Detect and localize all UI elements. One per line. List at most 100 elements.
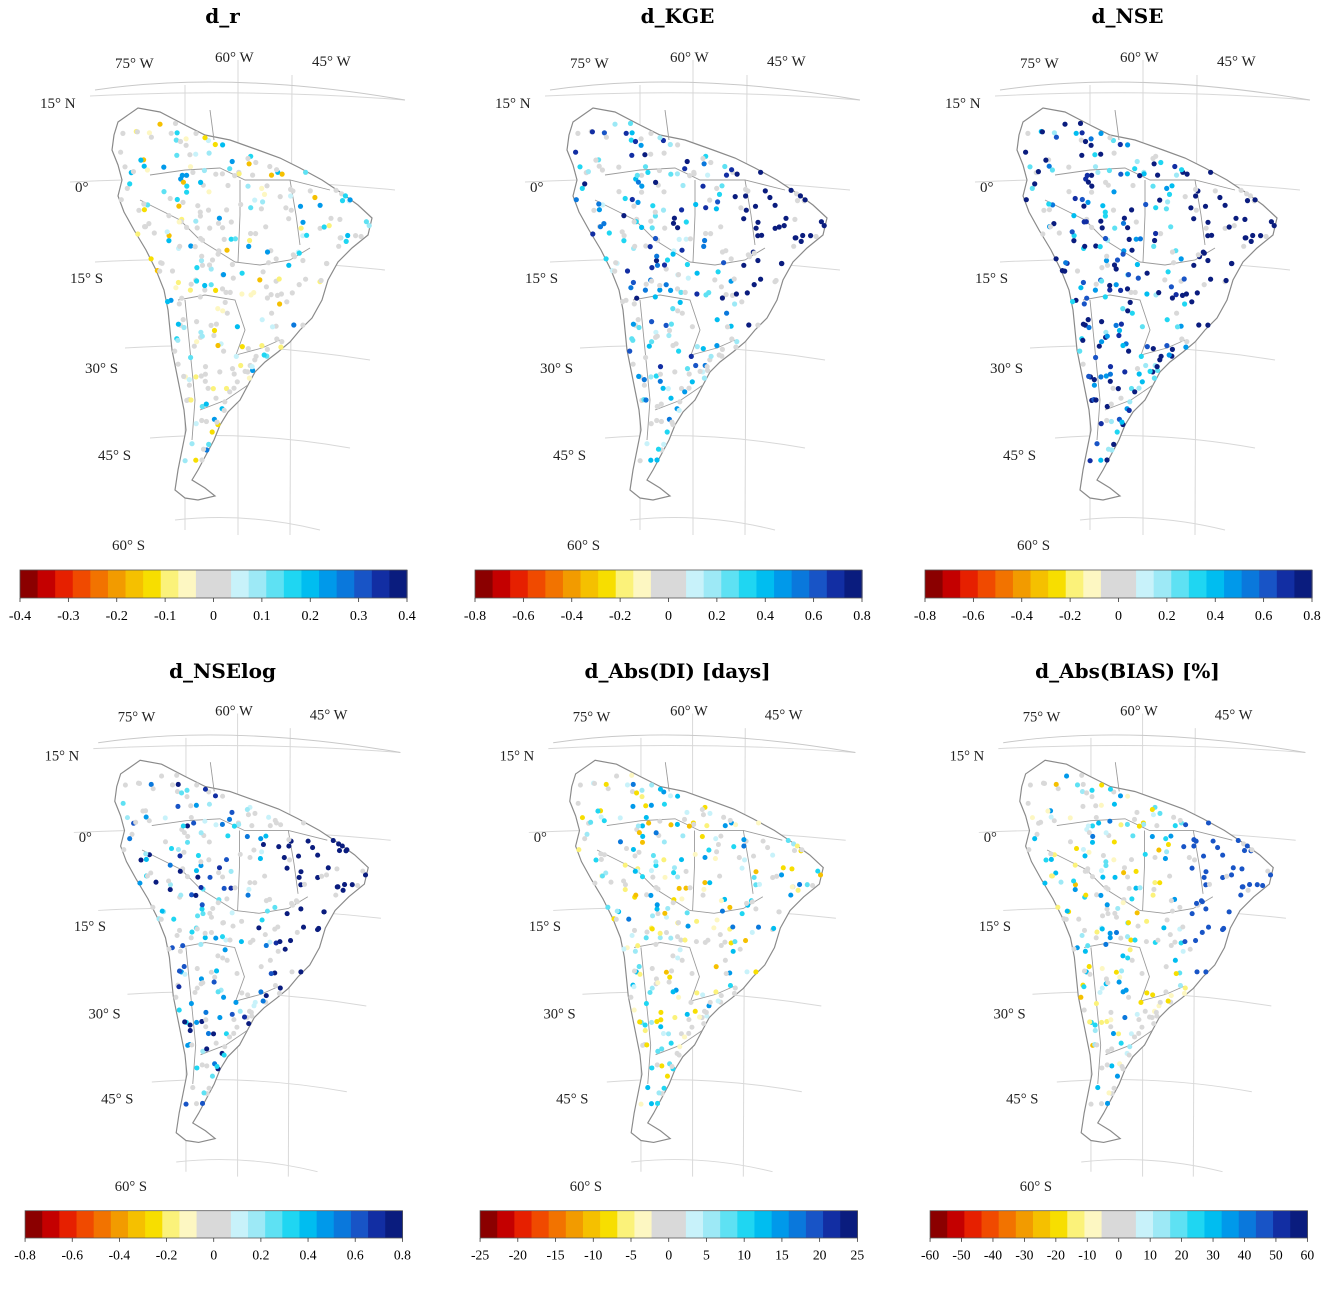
station-marker xyxy=(175,781,181,788)
station-marker xyxy=(202,135,208,141)
station-marker xyxy=(1226,909,1232,915)
colorbar-tick-label: 0 xyxy=(1115,609,1122,624)
station-marker xyxy=(1102,213,1108,219)
station-marker xyxy=(1165,199,1171,205)
station-marker xyxy=(182,458,188,464)
station-marker xyxy=(629,789,635,795)
station-marker xyxy=(676,407,682,413)
latitude-label: 15° S xyxy=(74,919,106,935)
station-marker xyxy=(1098,1101,1105,1107)
station-marker xyxy=(291,322,297,328)
station-marker xyxy=(188,397,194,403)
station-marker xyxy=(1178,256,1184,262)
station-marker xyxy=(234,970,240,977)
colorbar-swatch xyxy=(930,1210,948,1239)
station-marker xyxy=(701,886,707,893)
station-marker xyxy=(1038,819,1044,825)
station-marker xyxy=(1100,913,1106,919)
station-marker xyxy=(1117,974,1123,980)
station-marker xyxy=(714,849,720,855)
station-marker xyxy=(1099,265,1105,271)
station-marker xyxy=(1062,121,1068,127)
station-marker xyxy=(225,833,231,839)
station-marker xyxy=(1109,1063,1115,1069)
station-marker xyxy=(187,1028,193,1034)
station-marker xyxy=(1089,787,1095,793)
station-marker xyxy=(733,291,739,297)
station-marker xyxy=(703,205,709,211)
station-marker xyxy=(1077,120,1084,126)
station-marker xyxy=(622,195,628,202)
station-marker xyxy=(172,120,179,126)
station-marker xyxy=(661,857,667,863)
station-marker xyxy=(275,948,281,954)
station-marker xyxy=(660,385,666,391)
station-marker xyxy=(771,925,777,932)
station-marker xyxy=(194,278,200,284)
colorbar-swatch xyxy=(42,1210,60,1239)
colorbar-swatch xyxy=(1135,1210,1154,1239)
station-marker xyxy=(1133,868,1139,874)
station-marker xyxy=(693,939,699,945)
station-marker xyxy=(1113,930,1120,936)
station-marker xyxy=(642,1022,648,1028)
station-marker xyxy=(1233,215,1239,221)
station-marker xyxy=(671,870,677,876)
station-marker xyxy=(1169,183,1175,189)
station-marker xyxy=(121,847,127,853)
station-marker xyxy=(146,818,152,824)
station-marker xyxy=(665,1031,672,1037)
station-marker xyxy=(1205,322,1211,328)
station-marker xyxy=(714,185,720,191)
station-marker xyxy=(188,243,194,249)
colorbar-swatch xyxy=(76,1210,95,1239)
station-marker xyxy=(1104,1019,1110,1025)
station-marker xyxy=(315,875,321,881)
station-marker xyxy=(250,367,256,373)
station-marker xyxy=(1117,793,1124,799)
station-marker xyxy=(193,374,199,380)
station-marker xyxy=(1035,169,1041,175)
station-marker xyxy=(206,150,212,156)
station-marker xyxy=(1229,260,1235,267)
station-marker xyxy=(684,910,690,916)
station-marker xyxy=(342,193,348,199)
station-marker xyxy=(1129,207,1135,213)
station-marker xyxy=(303,169,309,175)
station-marker xyxy=(639,823,646,829)
station-marker xyxy=(770,852,776,858)
station-marker xyxy=(1142,851,1148,857)
station-marker xyxy=(749,929,755,935)
station-marker xyxy=(193,130,199,136)
station-marker xyxy=(135,231,141,237)
colorbar-tick-label: -10 xyxy=(584,1247,602,1262)
station-marker xyxy=(660,1031,666,1037)
station-marker xyxy=(1103,373,1109,379)
station-marker xyxy=(731,276,737,282)
station-marker xyxy=(1135,923,1141,929)
station-marker xyxy=(705,367,711,373)
station-marker xyxy=(300,257,306,264)
station-marker xyxy=(781,223,787,229)
station-marker xyxy=(257,856,263,862)
station-marker xyxy=(174,789,180,795)
station-marker xyxy=(675,874,681,880)
station-marker xyxy=(1080,337,1086,343)
station-marker xyxy=(159,908,165,914)
station-marker xyxy=(1193,900,1200,906)
station-marker xyxy=(1078,994,1084,1000)
station-marker xyxy=(1143,362,1149,369)
colorbar-swatch xyxy=(510,570,529,598)
station-marker xyxy=(676,994,682,1000)
station-marker xyxy=(1152,237,1158,244)
station-marker xyxy=(1154,1013,1160,1019)
station-marker xyxy=(212,141,218,148)
station-marker xyxy=(1066,164,1072,170)
station-marker xyxy=(179,295,185,301)
station-marker xyxy=(222,399,228,405)
station-marker xyxy=(184,189,190,195)
station-marker xyxy=(204,1063,210,1069)
station-marker xyxy=(1189,865,1195,871)
station-marker xyxy=(224,310,230,316)
station-marker xyxy=(248,205,254,211)
